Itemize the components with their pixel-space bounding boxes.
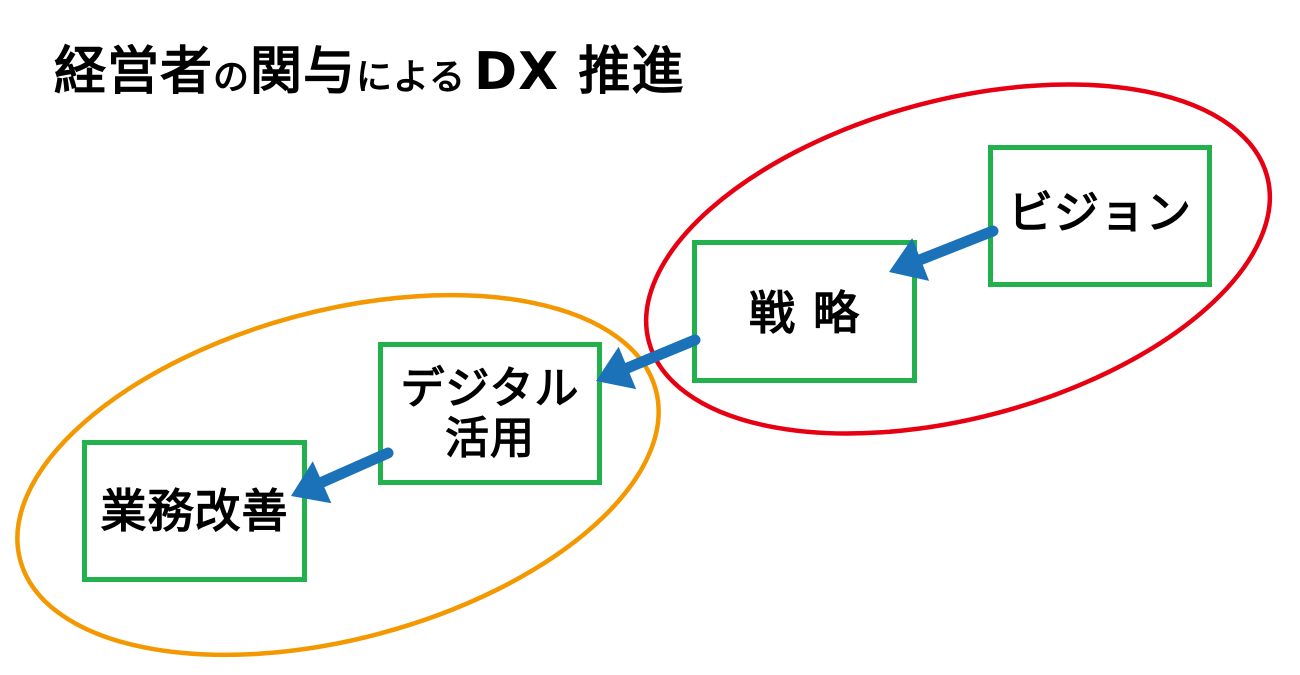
title-segment: 経営者 xyxy=(54,42,214,102)
node-strategy: 戦 略 xyxy=(692,240,917,383)
node-digital-use-label: デジタル 活用 xyxy=(400,363,580,464)
arrow-strategy-to-digital xyxy=(596,334,701,390)
node-kaizen: 業務改善 xyxy=(82,440,307,582)
title-segment: の xyxy=(213,57,251,98)
node-vision: ビジョン xyxy=(988,145,1212,287)
node-strategy-label: 戦 略 xyxy=(748,285,860,340)
node-vision-label: ビジョン xyxy=(1007,185,1192,239)
node-digital-use: デジタル 活用 xyxy=(378,342,602,485)
title-segment: による xyxy=(356,57,466,98)
title-segment: DX 推進 xyxy=(473,42,685,102)
title-segment: 関与 xyxy=(250,42,357,102)
node-kaizen-label: 業務改善 xyxy=(100,484,289,538)
